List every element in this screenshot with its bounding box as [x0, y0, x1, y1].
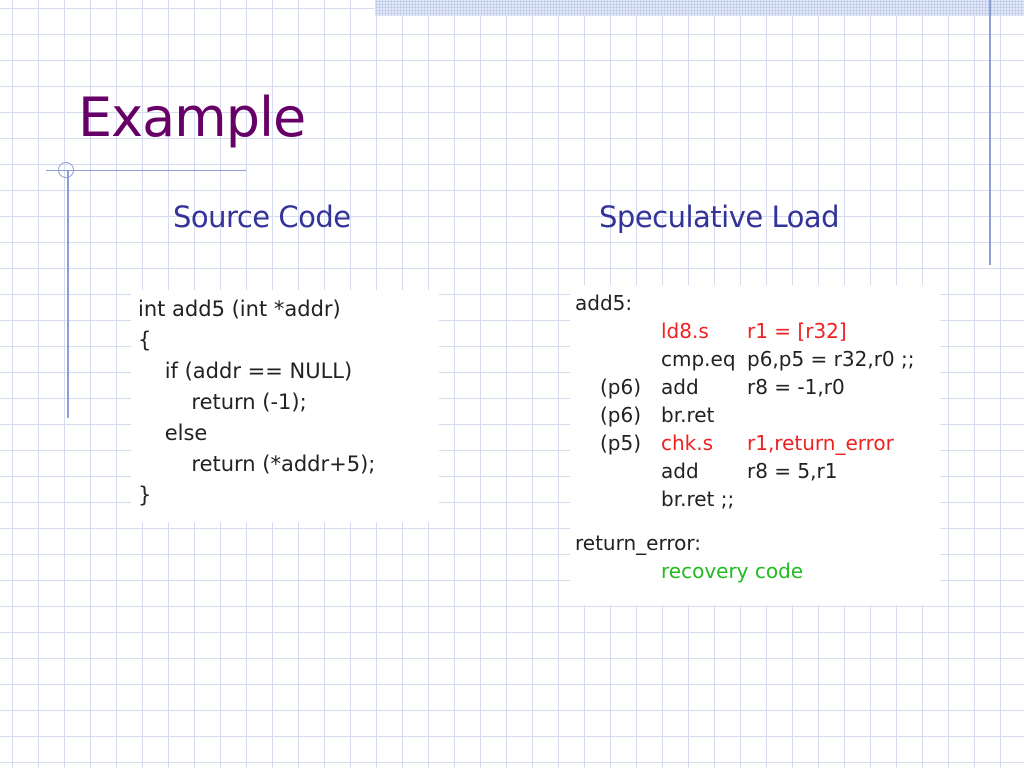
opcode: br.ret [661, 403, 715, 427]
source-code-heading: Source Code [173, 200, 351, 234]
instruction-row: add r8 = 5,r1 [570, 457, 940, 485]
instruction-row: cmp.eq p6,p5 = r32,r0 ;; [570, 345, 940, 373]
source-line: int add5 (int *addr) [138, 297, 341, 321]
instruction-row: (p5) chk.s r1,return_error [570, 429, 940, 457]
operands: r1 = [r32] [747, 319, 847, 343]
source-line: { [138, 328, 152, 352]
predicate: (p6) [600, 403, 642, 427]
instruction-row: ld8.s r1 = [r32] [570, 317, 940, 345]
code-label-row: add5: [570, 289, 940, 317]
opcode: cmp.eq [661, 347, 736, 371]
opcode: br.ret ;; [661, 487, 735, 511]
source-line: return (*addr+5); [138, 452, 376, 476]
opcode: chk.s [661, 431, 714, 455]
right-decorative-line [989, 0, 991, 265]
instruction-row: (p6) add r8 = -1,r0 [570, 373, 940, 401]
speculative-code-panel: add5: ld8.s r1 = [r32] cmp.eq p6,p5 = r3… [570, 285, 940, 605]
recovery-code-text: recovery code [661, 559, 804, 583]
code-label-row: return_error: [570, 529, 940, 557]
recovery-row: recovery code [570, 557, 940, 585]
left-decorative-line [67, 170, 69, 418]
source-code-panel: int add5 (int *addr) { if (addr == NULL)… [131, 290, 439, 522]
add5-label: add5: [575, 291, 633, 315]
slide-title: Example [78, 86, 306, 149]
operands: p6,p5 = r32,r0 ;; [747, 347, 915, 371]
spacer [570, 513, 940, 529]
opcode: add [661, 375, 699, 399]
source-line: if (addr == NULL) [138, 359, 353, 383]
instruction-row: br.ret ;; [570, 485, 940, 513]
instruction-row: (p6) br.ret [570, 401, 940, 429]
opcode: ld8.s [661, 319, 709, 343]
opcode: add [661, 459, 699, 483]
source-line: return (-1); [138, 390, 307, 414]
return-error-label: return_error: [575, 531, 701, 555]
operands: r8 = 5,r1 [747, 459, 838, 483]
circle-ornament-icon [58, 162, 74, 178]
predicate: (p6) [600, 375, 642, 399]
predicate: (p5) [600, 431, 642, 455]
operands: r1,return_error [747, 431, 894, 455]
speculative-load-heading: Speculative Load [599, 200, 840, 234]
operands: r8 = -1,r0 [747, 375, 845, 399]
top-decorative-band [375, 0, 1024, 16]
title-underline [46, 170, 246, 171]
source-line: } [138, 483, 152, 507]
source-line: else [138, 421, 208, 445]
